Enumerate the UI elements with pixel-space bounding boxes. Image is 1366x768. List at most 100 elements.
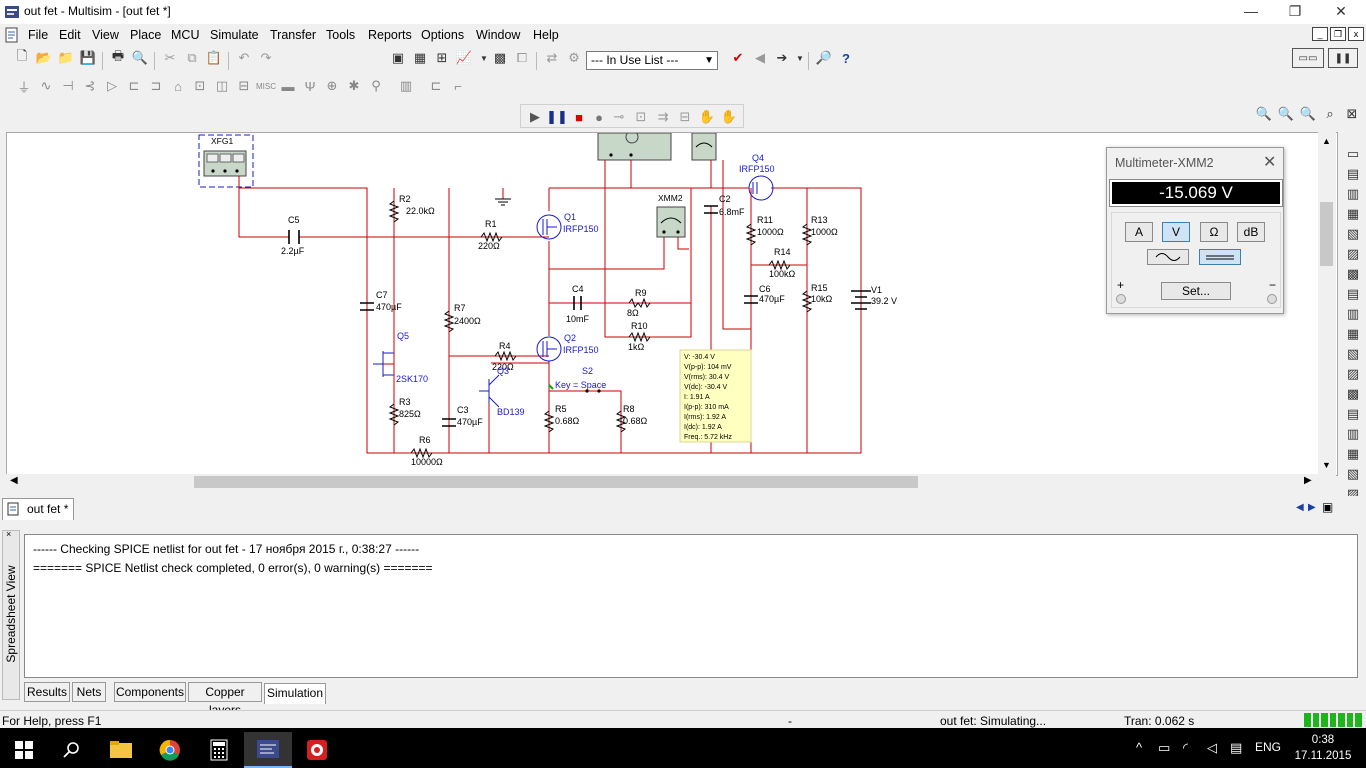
menu-simulate[interactable]: Simulate bbox=[210, 28, 259, 42]
indicator-component-icon[interactable]: ◫ bbox=[215, 78, 229, 93]
zoom-in-icon[interactable]: 🔍 bbox=[1255, 106, 1273, 121]
panel-close-icon[interactable]: × bbox=[6, 529, 12, 539]
cmos-component-icon[interactable]: ⊐ bbox=[150, 78, 162, 93]
erc-back-icon[interactable]: ◀ bbox=[755, 50, 765, 65]
tab-next-icon[interactable]: ▶ bbox=[1308, 502, 1316, 513]
pause-icon[interactable]: ❚❚ bbox=[546, 109, 568, 124]
find-examples-icon[interactable]: 🔎 bbox=[815, 50, 833, 65]
resistor-r14[interactable]: R14 100kΩ bbox=[768, 247, 796, 279]
scroll-up-icon[interactable]: ▲ bbox=[1322, 136, 1331, 146]
power-component-icon[interactable]: ⊟ bbox=[238, 78, 250, 93]
tab-list-icon[interactable]: ▣ bbox=[1322, 500, 1334, 514]
simulation-log[interactable]: ------ Checking SPICE netlist for out fe… bbox=[24, 534, 1358, 678]
resistor-r3[interactable]: R3 825Ω bbox=[388, 397, 421, 426]
mdi-restore-icon[interactable]: ❐ bbox=[1330, 27, 1346, 41]
resistor-r1[interactable]: R1 220Ω bbox=[478, 219, 503, 251]
logic-analyzer-icon[interactable]: ▦ bbox=[1346, 326, 1360, 341]
mixed-component-icon[interactable]: ⊡ bbox=[194, 78, 206, 93]
switch-s2[interactable]: S2 Key = Space bbox=[548, 366, 606, 393]
design-toolbox-icon[interactable]: ▣ bbox=[391, 50, 405, 65]
word-generator-icon[interactable]: ▤ bbox=[1346, 286, 1360, 301]
power-tray-icon[interactable]: ▭ bbox=[1158, 740, 1171, 755]
multimeter-close-icon[interactable]: ✕ bbox=[1263, 154, 1277, 171]
help-icon[interactable]: ? bbox=[842, 50, 850, 66]
diode-component-icon[interactable]: ⊣ bbox=[62, 78, 74, 93]
menu-options[interactable]: Options bbox=[421, 28, 465, 42]
save-icon[interactable]: 💾 bbox=[79, 50, 97, 65]
pause-simulation-icon[interactable]: ❚❚ bbox=[1328, 48, 1358, 68]
mode-volts-button[interactable]: V bbox=[1162, 222, 1190, 242]
tab-copper-layers[interactable]: Copper layers bbox=[188, 682, 262, 717]
resistor-r10[interactable]: R10 1kΩ bbox=[628, 321, 651, 352]
start-button[interactable] bbox=[0, 732, 48, 768]
resistor-r8[interactable]: R8 0.68Ω bbox=[615, 404, 648, 433]
logic-converter-icon[interactable]: ▥ bbox=[1346, 306, 1360, 321]
wifi-icon[interactable]: ◜ bbox=[1183, 740, 1189, 755]
basic-component-icon[interactable]: ∿ bbox=[40, 78, 52, 93]
horizontal-scroll-thumb[interactable] bbox=[194, 476, 918, 488]
restore-button[interactable]: ❐ bbox=[1288, 3, 1302, 19]
scroll-left-icon[interactable]: ◀ bbox=[10, 475, 18, 486]
mcu-component-icon[interactable]: ▥ bbox=[399, 78, 413, 93]
multimeter-xmm1-instrument[interactable] bbox=[691, 133, 717, 161]
dropdown-arrow-icon[interactable]: ▼ bbox=[480, 53, 488, 63]
vertical-scroll-thumb[interactable] bbox=[1320, 202, 1333, 266]
oscilloscope-icon[interactable]: ▦ bbox=[1346, 206, 1360, 221]
in-use-list-select[interactable]: --- In Use List --- ▼ bbox=[586, 51, 718, 70]
connector-icon[interactable]: ⚲ bbox=[371, 78, 381, 93]
resistor-r15[interactable]: R15 10kΩ bbox=[801, 283, 833, 313]
iv-analyzer-icon[interactable]: ▧ bbox=[1346, 346, 1360, 361]
search-button[interactable] bbox=[48, 732, 96, 768]
function-generator-xfg1[interactable]: XFG1 bbox=[198, 134, 254, 188]
redo-icon[interactable]: ↷ bbox=[260, 50, 272, 65]
document-icon[interactable] bbox=[4, 27, 20, 43]
file-explorer-button[interactable] bbox=[97, 732, 145, 768]
canvas-vertical-scrollbar[interactable]: ▲ ▼ bbox=[1318, 132, 1336, 476]
probe-icon[interactable]: ⊸ bbox=[613, 109, 625, 124]
network-analyzer-icon[interactable]: ▤ bbox=[1346, 406, 1360, 421]
transfer-dropdown-icon[interactable]: ▼ bbox=[796, 53, 804, 63]
show-hidden-icons-icon[interactable]: ^ bbox=[1136, 740, 1143, 755]
source-component-icon[interactable]: ⏚ bbox=[17, 79, 31, 95]
resistor-r5[interactable]: R5 0.68Ω bbox=[543, 404, 580, 433]
resistor-r13[interactable]: R13 1000Ω bbox=[801, 215, 838, 246]
transfer-icon[interactable]: ➔ bbox=[776, 50, 788, 65]
minimize-button[interactable]: — bbox=[1244, 3, 1258, 19]
transistor-component-icon[interactable]: ⊰ bbox=[84, 78, 96, 93]
menu-mcu[interactable]: MCU bbox=[171, 28, 200, 42]
distortion-analyzer-icon[interactable]: ▨ bbox=[1346, 366, 1360, 381]
run-simulation-icon[interactable]: ▶ bbox=[530, 109, 540, 124]
multimeter-xmm2-dialog[interactable]: Multimeter-XMM2 ✕ -15.069 V A V Ω dB + −… bbox=[1106, 147, 1284, 314]
scroll-down-icon[interactable]: ▼ bbox=[1322, 460, 1331, 470]
menu-view[interactable]: View bbox=[92, 28, 119, 42]
probe-power-icon[interactable]: ⊟ bbox=[679, 109, 691, 124]
view-toggle-icon[interactable]: ▭▭ bbox=[1292, 48, 1324, 68]
print-icon[interactable]: 🖶 bbox=[111, 48, 125, 63]
print-preview-icon[interactable]: 🔍 bbox=[131, 50, 149, 65]
mosfet-q4[interactable]: Q4 IRFP150 bbox=[739, 153, 775, 201]
menu-file[interactable]: File bbox=[28, 28, 49, 42]
mosfet-q1[interactable]: Q1 IRFP150 bbox=[536, 212, 599, 240]
electromechanical-icon[interactable]: ⊕ bbox=[326, 78, 338, 93]
cut-icon[interactable]: ✂ bbox=[164, 50, 176, 65]
ni-component-icon[interactable]: ✱ bbox=[348, 78, 360, 93]
probe-multi-icon[interactable]: ⊡ bbox=[635, 109, 647, 124]
tab-out-fet[interactable]: out fet * bbox=[2, 498, 74, 520]
resistor-r2[interactable]: R2 22.0kΩ bbox=[388, 194, 435, 223]
menu-tools[interactable]: Tools bbox=[326, 28, 356, 42]
taskbar-clock[interactable]: 0:38 17.11.2015 bbox=[1292, 732, 1354, 764]
capacitor-c5[interactable]: C5 2.2µF bbox=[281, 215, 305, 256]
mdi-minimize-icon[interactable]: _ bbox=[1312, 27, 1328, 41]
paste-icon[interactable]: 📋 bbox=[205, 50, 223, 65]
probe-reference-icon[interactable]: ✋ bbox=[698, 109, 716, 124]
jfet-q5[interactable]: Q5 2SK170 bbox=[373, 331, 428, 384]
minus-terminal-icon[interactable] bbox=[1267, 294, 1277, 304]
capacitor-c2[interactable]: C2 6.8mF bbox=[704, 194, 745, 217]
multisim-taskbar-button[interactable] bbox=[244, 732, 292, 768]
wattmeter-icon[interactable]: ▥ bbox=[1346, 186, 1360, 201]
analog-component-icon[interactable]: ▷ bbox=[107, 78, 117, 93]
app-red-button[interactable] bbox=[293, 732, 341, 768]
agilent-instrument-icon[interactable]: ▥ bbox=[1346, 426, 1360, 441]
labview-instrument-icon[interactable]: ▧ bbox=[1346, 466, 1360, 481]
calculator-button[interactable] bbox=[195, 732, 243, 768]
